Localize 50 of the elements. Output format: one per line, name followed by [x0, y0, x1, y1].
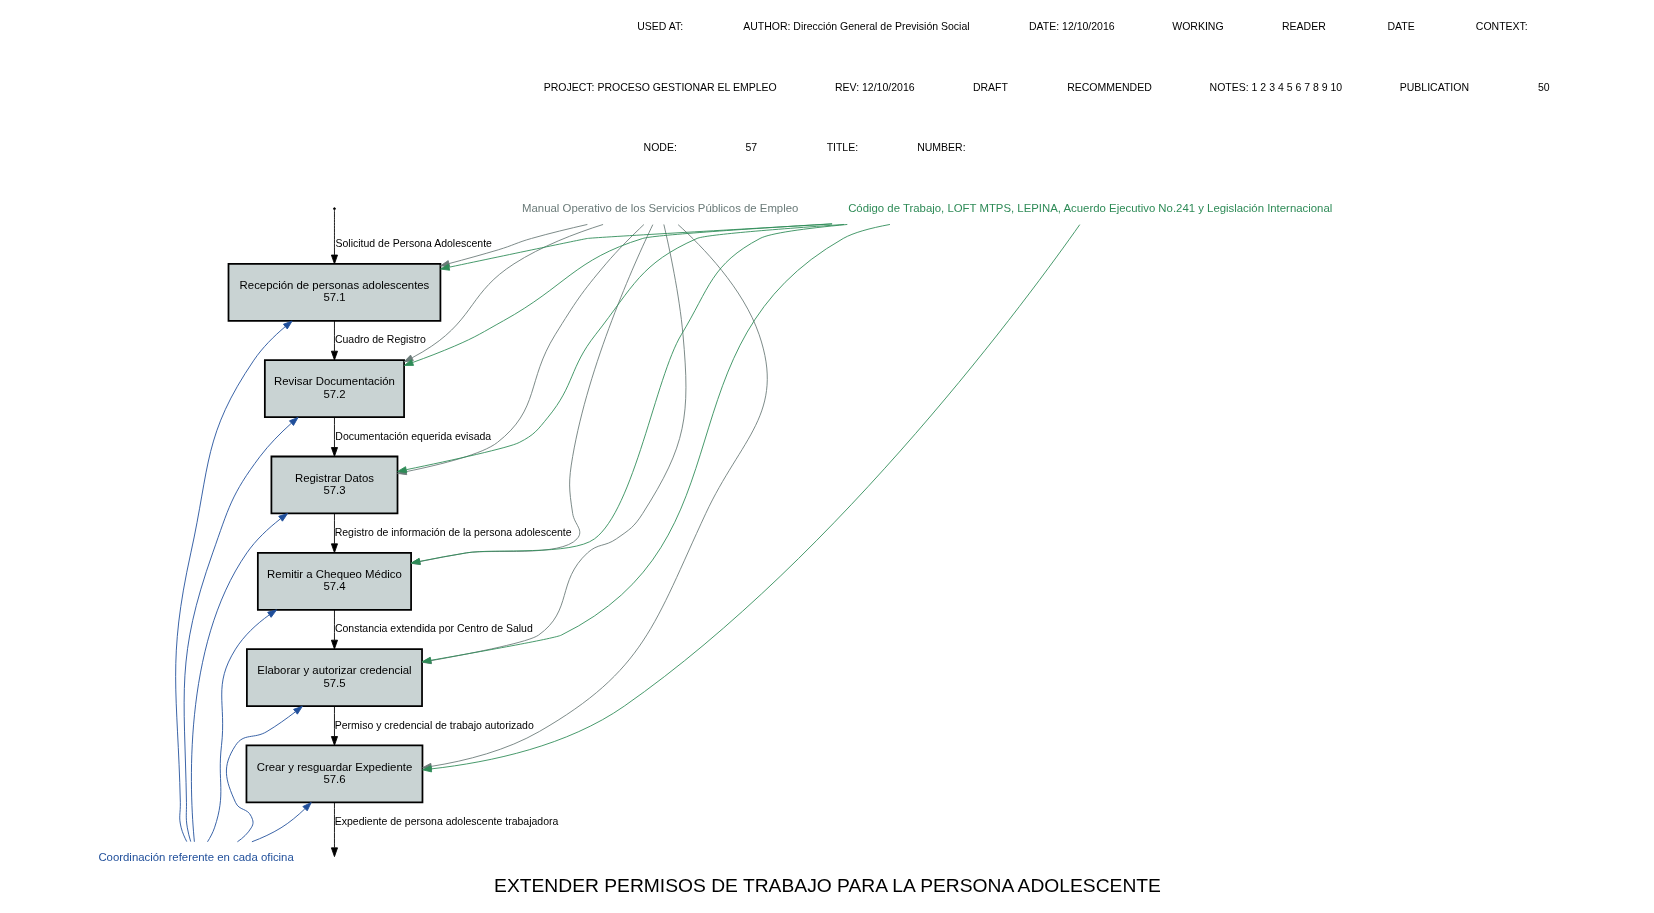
node-box: Elaborar y autorizar credencial 57.5 — [245, 648, 423, 707]
label: NODE: — [643, 140, 677, 153]
label: NUMBER: — [916, 140, 966, 153]
edge-label: Solicitud de Persona Adolescente — [334, 236, 492, 249]
arrow — [190, 513, 288, 843]
label: PUBLICATION — [1399, 80, 1469, 93]
node-box: Registrar Datos 57.3 — [270, 455, 398, 515]
label: REV: 12/10/2016 — [834, 80, 915, 93]
arrow — [330, 416, 338, 457]
label: READER — [1281, 20, 1326, 33]
arrow — [330, 802, 338, 858]
node-text: Manual Operativo de los Servicios Públicos de Empleo — [521, 201, 798, 214]
node-box: Revisar Documentación 57.2 — [263, 359, 405, 418]
label: RECOMMENDED — [1066, 80, 1152, 93]
arrow — [330, 609, 338, 650]
arrow — [403, 224, 604, 363]
label: DRAFT — [972, 80, 1008, 93]
arrow — [183, 416, 298, 843]
edge-label: Constancia extendida por Centro de Salud — [334, 622, 533, 635]
diagram-title: EXTENDER PERMISOS DE TRABAJO PARA LA PERSONA ADOLESCENTE — [493, 875, 1161, 897]
edge-label: Cuadro de Registro — [334, 333, 426, 346]
node-box: Remitir a Chequeo Médico 57.4 — [256, 551, 412, 611]
label: AUTHOR: Dirección General de Previsión Social — [742, 20, 970, 33]
arrow — [250, 802, 312, 843]
arrow — [206, 609, 277, 843]
label: 57 — [744, 140, 757, 153]
edge-label: Expediente de persona adolescente trabajadora — [334, 814, 558, 827]
arrow — [225, 705, 303, 843]
node-box: Recepción de personas adolescentes 57.1 — [227, 262, 441, 322]
label: CONTEXT: — [1475, 20, 1528, 33]
label: PROJECT: PROCESO GESTIONAR EL EMPLEO — [543, 80, 777, 93]
label: 50 — [1537, 80, 1550, 93]
label: TITLE: — [826, 140, 858, 153]
arrow — [330, 209, 338, 265]
arrow — [330, 705, 338, 746]
edge-label: Registro de información de la persona adolescente — [334, 525, 572, 538]
node-text: Código de Trabajo, LOFT MTPS, LEPINA, Acuerdo Ejecutivo No.241 y Legislación Internacional — [847, 201, 1332, 214]
arrow — [403, 223, 833, 366]
edge-label: Permiso y credencial de trabajo autorizado — [334, 718, 534, 731]
edge-label: Documentación equerida evisada — [334, 429, 491, 442]
arrow — [330, 320, 338, 361]
label: USED AT: — [636, 20, 683, 33]
label: WORKING — [1171, 20, 1224, 33]
node-box: Crear y resguardar Expediente 57.6 — [245, 744, 423, 804]
label: NOTES: 1 2 3 4 5 6 7 8 9 10 — [1209, 80, 1342, 93]
node-text: Coordinación referente en cada oficina — [97, 850, 294, 863]
label: DATE — [1386, 20, 1415, 33]
arrow — [174, 320, 293, 843]
label: DATE: 12/10/2016 — [1028, 20, 1115, 33]
arrow — [330, 513, 338, 554]
